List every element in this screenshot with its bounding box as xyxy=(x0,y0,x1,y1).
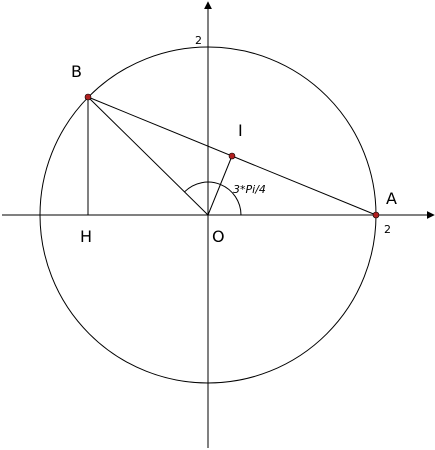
label-a: A xyxy=(386,189,397,208)
point-i xyxy=(228,152,236,160)
label-i: I xyxy=(238,121,243,140)
segment-ob xyxy=(87,96,209,216)
angle-arc xyxy=(184,181,242,216)
point-a xyxy=(372,211,380,219)
point-b xyxy=(84,93,92,101)
tick-label-y: 2 xyxy=(195,34,202,47)
angle-label: 3*Pi/4 xyxy=(233,183,266,196)
label-o: O xyxy=(212,227,225,246)
label-b: B xyxy=(71,62,82,81)
tick-label-x: 2 xyxy=(384,223,391,236)
segment-oi xyxy=(207,155,233,216)
label-h: H xyxy=(80,227,92,246)
